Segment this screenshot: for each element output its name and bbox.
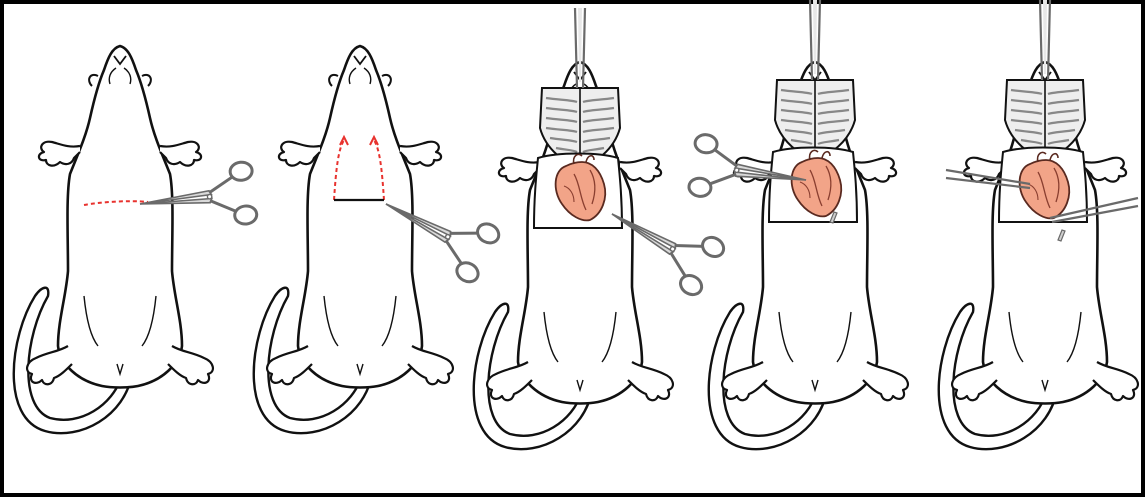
dissection-steps-figure (0, 0, 1145, 497)
figure-stage (0, 0, 1145, 497)
